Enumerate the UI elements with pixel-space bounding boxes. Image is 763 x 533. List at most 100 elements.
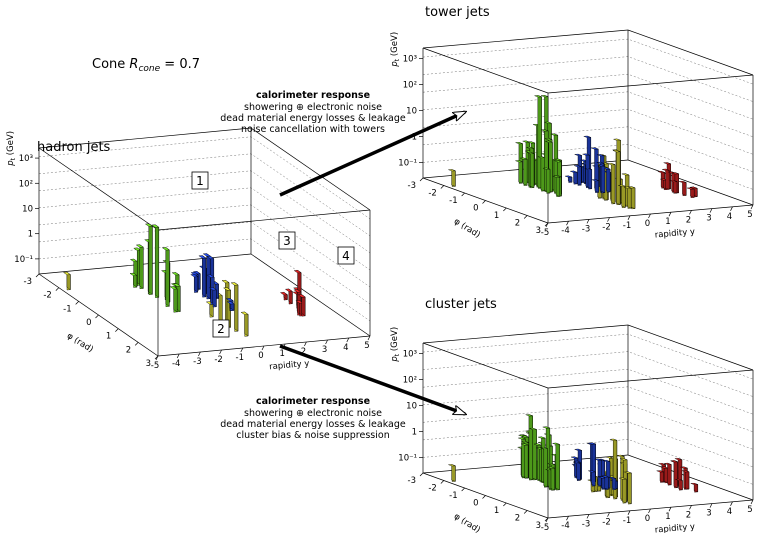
rapidity-tick-label: 3 [706,509,711,519]
rapidity-axis-title: rapidity y [654,227,695,240]
lego-bar [617,454,625,458]
lego-bar [627,186,636,189]
lego-bar [521,440,529,444]
lego-bar [574,448,582,451]
lego-bar [621,184,626,208]
lego-bar [520,157,528,160]
tower-jet-bars [448,95,698,210]
lego-bar [685,470,690,490]
lego-bar [627,186,632,209]
svg-text:1: 1 [196,174,204,188]
lego-bar [570,456,579,459]
lego-bar [671,172,679,175]
lego-bar [524,443,529,479]
lego-bar [540,156,545,192]
z-tick-label: 1 [412,427,417,437]
svg-text:4: 4 [342,249,350,263]
phi-tick-label: 0 [86,318,91,328]
svg-text:dead material energy losses &: dead material energy losses & leakage [220,113,406,124]
rapidity-tick-label: 0 [258,351,263,361]
lego-bar [607,163,616,166]
lego-bar [690,186,698,189]
rapidity-tick-label: 4 [343,343,348,353]
lego-bar [604,475,609,490]
lego-bar [198,255,207,259]
rapidity-tick-label: -4 [561,521,569,531]
lego-bar [612,476,617,490]
cluster-panel-title: cluster jets [425,297,497,312]
z-tick-label: 10² [19,179,33,189]
lego-bar [574,165,582,168]
lego-bar [206,255,215,260]
lego-bar [552,175,560,178]
arrow-to-tower-jets [279,110,465,197]
rapidity-tick-label: 4 [727,507,732,517]
rapidity-axis-title: rapidity y [269,359,310,372]
z-axis-title: pt (GeV) [390,32,401,68]
lego-bar [690,482,698,486]
rapidity-tick-label: 2 [301,347,306,357]
rapidity-tick-label: 3 [706,214,711,224]
lego-bar [190,273,199,278]
lego-bar [608,476,616,480]
lego-bar [657,170,665,174]
rapidity-tick-label: 2 [686,510,691,520]
phi-tick-label: 1 [494,211,499,221]
rapidity-tick-label: -4 [561,226,569,236]
lego-bar [594,458,602,461]
rapidity-tick-label: -5 [541,523,549,533]
lego-bar [583,135,591,138]
lego-bar [624,471,632,474]
lego-bar [682,180,687,196]
phi-tick-label: -2 [428,189,436,199]
phi-tick-label: -3 [24,277,32,287]
rapidity-tick-label: -2 [602,518,610,528]
lego-bar [148,223,153,295]
cone-label: Cone Rcone = 0.7 [92,57,200,74]
z-tick-label: 10⁻¹ [398,158,417,168]
phi-tick-label: -3 [408,476,416,486]
lego-bar [587,167,592,190]
lego-bar [627,471,632,505]
lego-bar [154,224,160,298]
lego-bar [600,164,606,193]
lego-bar [208,287,217,291]
lego-bar [664,462,672,466]
lego-bar [172,283,181,287]
z-tick-label: 10⁻¹ [14,255,33,265]
lego-bar [542,426,550,429]
jet-label-1: 1 [191,171,209,190]
lego-bar [523,157,528,186]
lego-bar [564,175,573,178]
svg-text:cluster bias & noise suppressi: cluster bias & noise suppression [236,430,389,441]
phi-tick-label: -1 [63,304,71,314]
lego-bar [533,443,542,446]
lego-bar [451,169,456,187]
phi-tick-label: 0 [473,499,478,509]
lego-bar [448,169,456,172]
lego-bar [230,282,239,286]
lego-bar [540,446,548,450]
rapidity-tick-label: -1 [623,221,631,231]
lego-bar [555,175,560,197]
lego-bar [588,470,596,473]
lego-bar [570,170,578,173]
tower-response-note: calorimeter response showering ⊕ electro… [220,90,406,135]
rapidity-tick-label: 1 [665,512,670,522]
lego-bar [582,153,590,156]
rapidity-tick-label: 1 [279,349,284,359]
rapidity-tick-label: -4 [172,359,180,369]
lego-bar [613,150,621,153]
lego-bar [554,160,562,163]
lego-bar [658,463,666,466]
lego-bar [660,466,669,469]
lego-bar [538,436,546,439]
z-axis-title: pt (GeV) [390,327,401,363]
z-tick-label: 1 [412,132,417,142]
lego-bar [527,141,535,144]
phi-tick-label: 2 [515,514,520,524]
rapidity-tick-label: 1 [665,217,670,227]
phi-tick-label: -2 [428,484,436,494]
z-tick-label: 10 [406,401,417,411]
